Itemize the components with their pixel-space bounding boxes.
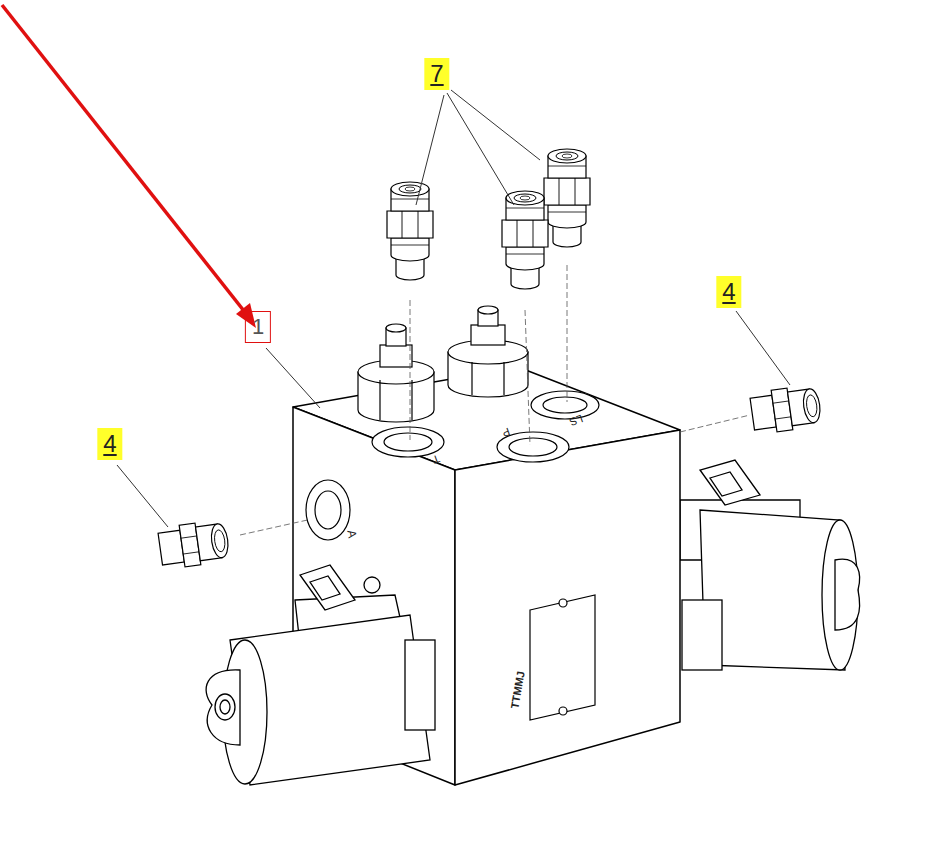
port-label: P xyxy=(501,426,512,439)
nameplate-text: TTMMJ xyxy=(509,670,526,709)
port-label: T xyxy=(431,453,441,466)
callout-number: 4 xyxy=(97,428,122,460)
callout-number: 7 xyxy=(424,58,449,90)
callout-number: 4 xyxy=(716,276,741,308)
port-label: A xyxy=(345,529,358,539)
callout-number: 1 xyxy=(245,311,271,343)
port-label: LS xyxy=(568,413,584,428)
